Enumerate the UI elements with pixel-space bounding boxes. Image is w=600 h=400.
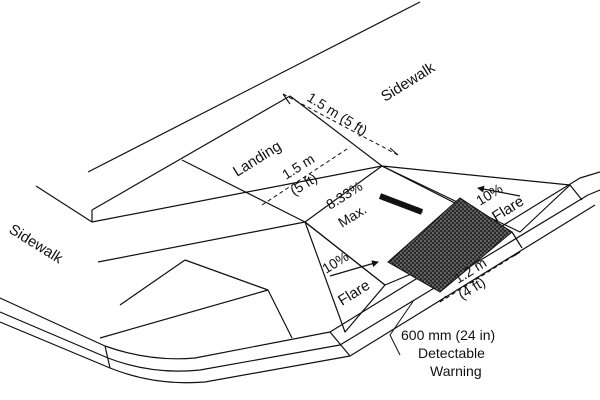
detectable-warning-surface [387, 197, 513, 293]
curb-joint-4 [569, 184, 583, 201]
landing-right-joint [289, 95, 383, 167]
sidewalk-grid-6 [267, 289, 293, 339]
sidewalk-left-label: Sidewalk [6, 221, 66, 267]
landing-depth-dimension [261, 146, 351, 206]
flare-right-shape [381, 165, 571, 233]
curb-joint-3 [511, 231, 523, 249]
warning-label-2: Detectable [418, 345, 485, 361]
ramp-side-left [304, 221, 386, 286]
landing-width-dimension [282, 93, 399, 156]
curb-mid-line [0, 189, 600, 372]
ramp-top-edge [91, 165, 383, 223]
curb-bottom-line [0, 204, 596, 384]
sidewalk-upper-label: Sidewalk [378, 59, 438, 105]
sidewalk-outer-edge [87, 1, 421, 173]
dim-tick-3 [439, 295, 447, 303]
sidewalk-grid-3 [119, 259, 186, 306]
flare-left-arrow [329, 260, 379, 277]
warning-depth-dimension [439, 251, 521, 303]
curb-joint-1 [104, 345, 111, 369]
sidewalk-grid-5 [184, 259, 269, 291]
landing-label: Landing [230, 138, 284, 181]
slope-arrow [378, 193, 424, 215]
landing-back-edge [91, 95, 291, 211]
flare-left-label: Flare [335, 277, 373, 310]
warning-leader [389, 299, 415, 356]
landing-width-label: 1.5 m (5 ft) [304, 89, 370, 138]
flare-left-shape [304, 221, 386, 333]
curb-top-line [0, 171, 600, 360]
landing-left-joint [181, 159, 306, 223]
warning-label-1: 600 mm (24 in) [401, 327, 495, 343]
sidewalk-lower-back [35, 185, 93, 223]
ramp-top-edge-2 [304, 165, 383, 223]
curb-joint-2 [329, 331, 351, 357]
dim-tick-4 [513, 251, 521, 257]
warning-label-3: Warning [430, 363, 482, 379]
dim-tick-2 [389, 147, 399, 156]
sidewalk-grid-2 [97, 221, 306, 263]
flare-right-arrow [477, 185, 521, 197]
dim-tick-1 [282, 93, 291, 105]
sidewalk-grid-4 [99, 289, 269, 339]
flare-left-pct-label: 10% [319, 248, 351, 276]
